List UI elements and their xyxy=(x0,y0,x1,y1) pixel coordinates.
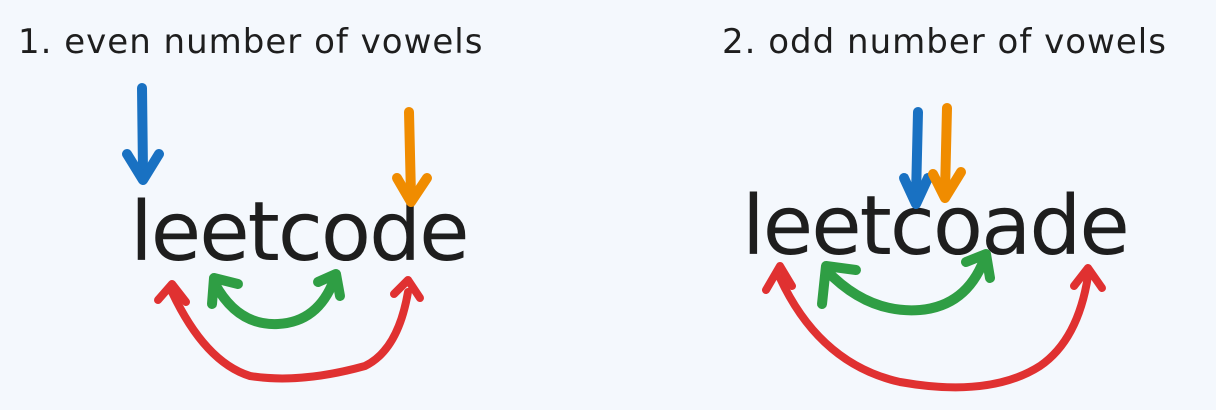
left-pointer-shaft-2 xyxy=(911,107,923,201)
right-pointer-arrow-icon-2 xyxy=(928,103,966,203)
inner-swap-curve-1 xyxy=(210,275,339,330)
left-pointer-head-2 xyxy=(899,173,933,209)
outer-swap-head-left-2 xyxy=(762,262,796,294)
inner-swap-curve-2 xyxy=(821,255,989,316)
left-pointer-arrow-icon-1 xyxy=(122,83,164,185)
outer-swap-curve-1 xyxy=(168,288,412,383)
outer-swap-arrow-icon-2 xyxy=(762,262,1106,392)
inner-swap-arrow-icon-1 xyxy=(207,269,345,330)
inner-swap-head-right-1 xyxy=(313,269,345,301)
right-pointer-shaft-2 xyxy=(940,103,952,197)
outer-swap-head-right-1 xyxy=(390,276,424,302)
example-2-word: leetcoade xyxy=(742,179,1130,274)
right-pointer-head-2 xyxy=(928,167,966,203)
left-pointer-arrow-icon-2 xyxy=(899,107,933,209)
right-pointer-shaft-1 xyxy=(404,107,416,201)
example-2-heading: 2. odd number of vowels xyxy=(722,22,1167,62)
left-pointer-shaft-1 xyxy=(137,83,148,177)
right-pointer-arrow-icon-1 xyxy=(392,107,432,207)
outer-swap-arrow-icon-1 xyxy=(154,276,424,383)
outer-swap-curve-2 xyxy=(776,272,1092,392)
outer-swap-head-right-2 xyxy=(1070,264,1106,292)
left-pointer-head-1 xyxy=(122,149,164,185)
outer-swap-head-left-1 xyxy=(154,280,190,306)
inner-swap-arrow-icon-2 xyxy=(817,249,995,316)
example-1-heading: 1. even number of vowels xyxy=(18,22,484,62)
inner-swap-head-left-2 xyxy=(817,261,861,309)
inner-swap-head-left-1 xyxy=(207,273,243,309)
inner-swap-head-right-2 xyxy=(961,249,995,283)
right-pointer-head-1 xyxy=(392,173,432,207)
